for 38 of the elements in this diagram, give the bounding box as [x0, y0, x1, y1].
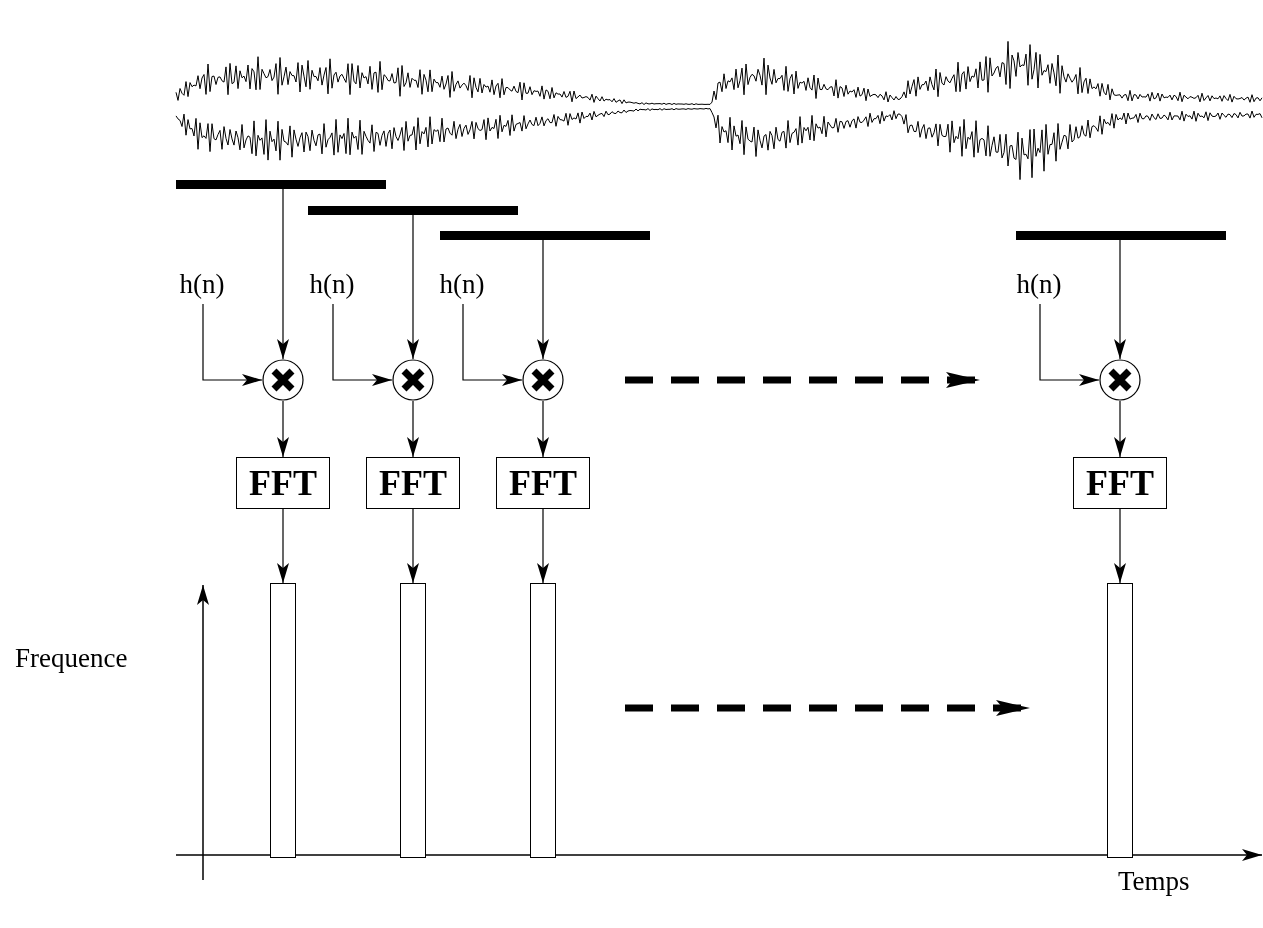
signal-label: h(n): [169, 268, 235, 300]
arrow: [277, 188, 289, 360]
signal-label: h(n): [1006, 268, 1072, 300]
arrow: [537, 508, 549, 584]
arrow: [1114, 508, 1126, 584]
process-box: FFT: [236, 457, 330, 509]
arrow: [462, 303, 523, 386]
arrow: [1114, 239, 1126, 360]
window-bar: [176, 180, 386, 189]
arrow: [1114, 400, 1126, 458]
arrow: [407, 400, 419, 458]
window-bar: [440, 231, 650, 240]
arrow: [537, 239, 549, 360]
arrow: [277, 400, 289, 458]
multiplier-symbol: [1099, 359, 1141, 401]
axis-label: Frequence: [15, 645, 128, 672]
spectrum-bar: [270, 583, 296, 858]
arrow: [407, 214, 419, 360]
arrow: [1039, 303, 1100, 386]
process-box: FFT: [496, 457, 590, 509]
arrow: [407, 508, 419, 584]
arrow: [537, 400, 549, 458]
arrow: [202, 303, 263, 386]
process-box: FFT: [1073, 457, 1167, 509]
arrow: [277, 508, 289, 584]
window-bar: [1016, 231, 1226, 240]
multiplier-symbol: [262, 359, 304, 401]
spectrum-bar: [400, 583, 426, 858]
multiplier-symbol: [522, 359, 564, 401]
window-bar: [308, 206, 518, 215]
axis-label: Temps: [1118, 868, 1190, 895]
multiplier-symbol: [392, 359, 434, 401]
signal-label: h(n): [299, 268, 365, 300]
spectrum-bar: [1107, 583, 1133, 858]
process-box: FFT: [366, 457, 460, 509]
spectrum-bar: [530, 583, 556, 858]
signal-label: h(n): [429, 268, 495, 300]
arrow: [332, 303, 393, 386]
